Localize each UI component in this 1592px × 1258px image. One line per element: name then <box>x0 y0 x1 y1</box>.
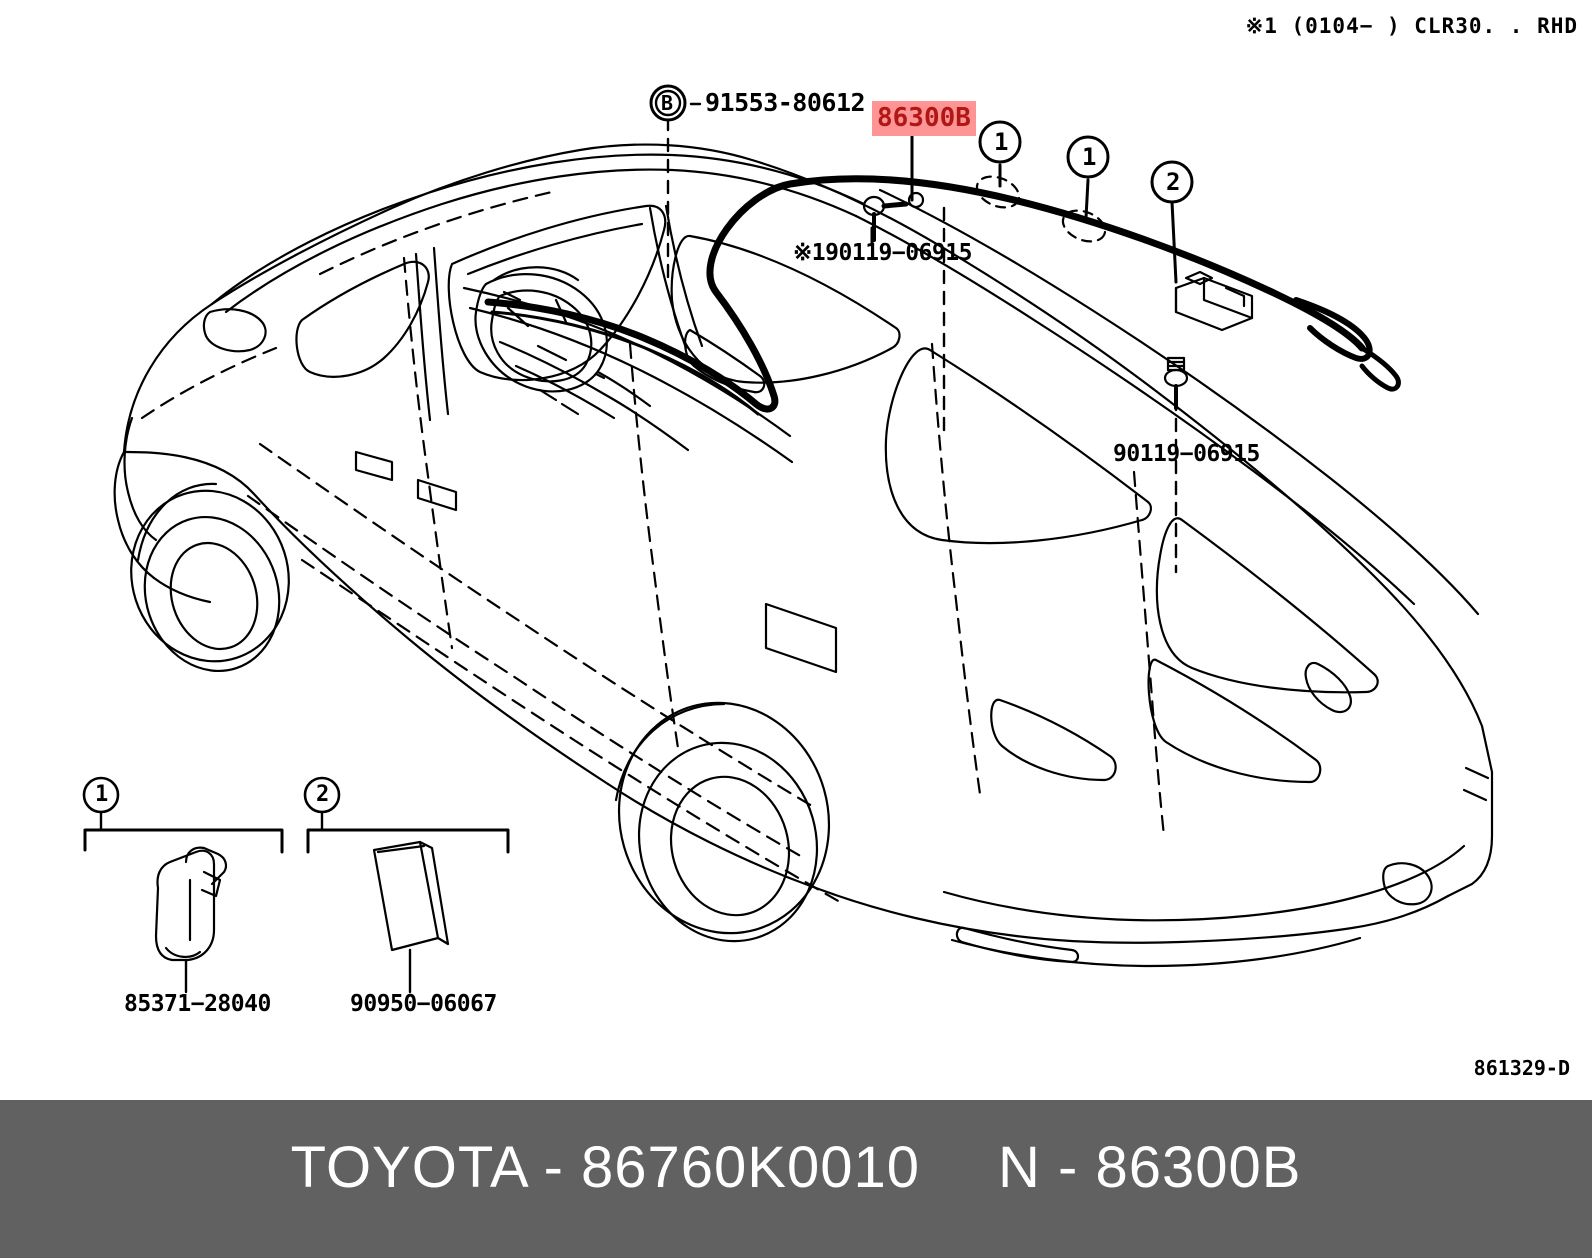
roof-rear-rail <box>878 188 1480 616</box>
header-note: ※1 (0104− ) CLR30. . RHD <box>1245 14 1578 38</box>
quarter-glass <box>884 347 1152 545</box>
license-recess <box>1147 658 1322 784</box>
center-stack <box>514 364 616 420</box>
footer-content: TOYOTA - 86760K0010 N - 86300B <box>0 1127 1592 1207</box>
legend-part-label-90950: 90950−06067 <box>350 991 497 1017</box>
tailgate-seam <box>1132 470 1166 838</box>
instrument-cluster <box>492 266 580 282</box>
exhaust-tip <box>1382 862 1433 906</box>
front-fascia <box>113 450 156 580</box>
rear-lower-body <box>1014 894 1450 944</box>
b-pillar <box>414 252 432 422</box>
clip-ring-2 <box>1061 209 1107 243</box>
roof-rack-dash <box>318 190 554 276</box>
legend-1-bracket <box>83 828 284 854</box>
footer-brand-part: TOYOTA - 86760K0010 <box>290 1134 921 1200</box>
tailgate-handle <box>1304 661 1352 714</box>
roof-top-edge <box>210 153 866 306</box>
front-bumper-edge <box>152 576 212 604</box>
part-label-91553: 91553-80612 <box>705 88 866 117</box>
rear-wheel-arch <box>617 701 831 935</box>
rear-rim <box>669 775 791 917</box>
footer-ref-part: N - 86300B <box>998 1134 1302 1200</box>
hood-seam <box>140 346 278 420</box>
front-tire <box>143 515 281 673</box>
front-door-seam <box>402 256 454 650</box>
steering-wheel-outer <box>474 273 608 393</box>
body-crease-upper <box>258 442 814 808</box>
antenna-amplifier <box>1174 270 1254 332</box>
rear-reflector <box>955 926 1080 964</box>
part-label-86300b-highlighted[interactable]: 86300B <box>872 101 976 136</box>
rear-door-window <box>670 234 901 384</box>
wheel-spoke-3 <box>536 344 568 362</box>
center-console <box>498 340 690 452</box>
callout-1b-label: 1 <box>1082 143 1096 171</box>
legend-callout-1-label: 1 <box>95 782 108 807</box>
legend-part-label-85371: 85371−28040 <box>124 991 271 1017</box>
taillight-left <box>990 698 1117 782</box>
antenna-cord-main <box>484 175 1366 413</box>
footer-bar <box>0 1100 1592 1258</box>
callout-2a-label: 2 <box>1166 168 1180 196</box>
front-fascia-inner <box>123 416 158 542</box>
console-detail-1 <box>538 388 558 402</box>
dash-vent-left <box>502 290 522 302</box>
legend-2-bracket <box>306 828 510 854</box>
rear-side-glass <box>1155 517 1379 694</box>
console-detail-2 <box>560 402 580 416</box>
body-crease-lower <box>246 494 806 860</box>
callout-1b-circle <box>1066 135 1110 179</box>
sill-line <box>300 558 842 904</box>
a-pillar-outer <box>648 206 688 350</box>
wheel-spoke-1 <box>506 306 530 328</box>
front-door-window-inner <box>466 222 644 276</box>
windshield-top <box>854 214 1416 606</box>
callout-1a-label: 1 <box>994 128 1008 156</box>
figure-id: 861329-D <box>1473 1056 1570 1080</box>
front-door-handle <box>354 450 394 482</box>
rear-tire <box>637 741 819 943</box>
callout-1a-circle <box>978 120 1022 164</box>
front-quarter-window <box>295 260 430 378</box>
antenna-cord-highlight <box>490 310 760 416</box>
rear-door-seam <box>628 342 680 750</box>
side-mirror <box>202 308 267 353</box>
marker-b-inner <box>654 89 682 117</box>
antenna-cord-tail <box>1359 345 1401 392</box>
sliding-door-handle <box>764 602 838 674</box>
pad-icon <box>372 840 450 994</box>
legend-callout-2-label: 2 <box>316 782 329 807</box>
shifter-area <box>596 370 652 408</box>
rear-quarter-seam <box>930 342 982 796</box>
leader-lines <box>666 102 1178 574</box>
front-wheel-arch <box>130 489 290 663</box>
callout-2a-circle <box>1150 160 1194 204</box>
clip-ring-1 <box>975 175 1021 209</box>
front-rim <box>169 541 259 651</box>
rear-arch-lip <box>614 702 726 802</box>
clip-icon <box>154 846 228 994</box>
marker-b-label: B <box>661 91 673 115</box>
rear-corner-detail-2 <box>1462 788 1488 802</box>
front-lower-sweep <box>122 450 610 786</box>
part-label-90119: 90119−06915 <box>1113 441 1260 467</box>
part-label-190119: ※190119−06915 <box>793 240 972 266</box>
cord-grommet-1 <box>907 191 925 209</box>
screw-symbol-upper <box>862 195 909 242</box>
rear-door-handle <box>416 478 458 512</box>
rear-corner-detail <box>1464 766 1490 780</box>
b-pillar-2 <box>432 246 450 416</box>
steering-wheel-inner <box>490 289 593 383</box>
front-arch-lip <box>136 482 218 562</box>
dash-badge-30 <box>594 372 606 380</box>
roof-inner-edge <box>224 168 858 314</box>
front-door-window <box>447 204 667 382</box>
rear-bumper-edge <box>942 844 1466 922</box>
